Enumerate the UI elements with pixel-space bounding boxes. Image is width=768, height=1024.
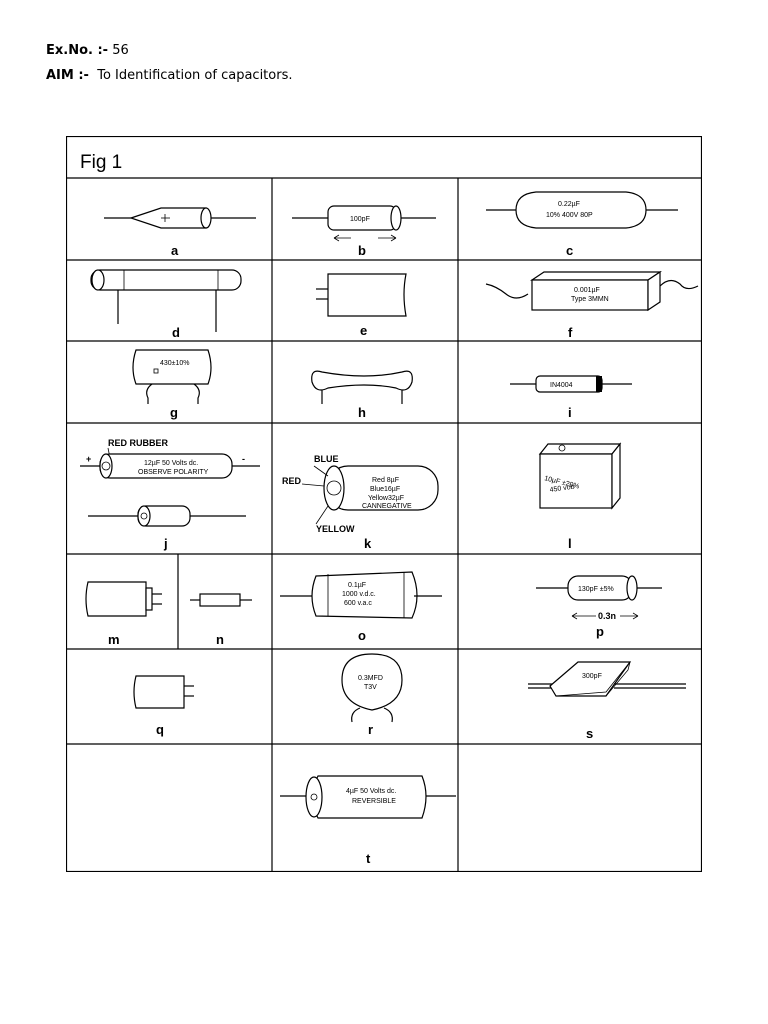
marking-o1: 0.1µF: [348, 582, 366, 589]
marking-k1: Red 8µF: [372, 477, 399, 484]
marking-j2: OBSERVE POLARITY: [138, 469, 209, 476]
capacitor-a: a: [104, 207, 256, 258]
label-d: d: [172, 325, 180, 340]
capacitor-d: d: [90, 269, 242, 340]
aim-line: AIM :- To Identification of capacitors.: [46, 68, 292, 83]
capacitor-r: 0.3MFD T3V r: [341, 653, 403, 737]
capacitor-j: RED RUBBER + - 12µF 50 Volts dc. OBSERVE…: [80, 438, 260, 551]
label-t: t: [366, 851, 371, 866]
marking-f1: 0.001µF: [574, 287, 600, 294]
capacitor-figure: Fig 1 a 100pF b 0.22µF 10% 400V 80P c: [66, 136, 702, 872]
capacitor-l: 10µF ±20% 450 vob l: [538, 442, 622, 551]
marking-j-plus: +: [86, 454, 91, 464]
label-p: p: [596, 624, 604, 639]
capacitor-p: 130pF ±5% 0.3n p: [536, 575, 662, 639]
label-h: h: [358, 405, 366, 420]
marking-k-blue: BLUE: [314, 454, 339, 464]
exercise-number-value: 56: [112, 43, 129, 58]
marking-o3: 600 v.a.c: [344, 600, 372, 607]
capacitor-i: IN4004 i: [510, 375, 632, 420]
capacitor-t: 4µF 50 Volts dc. REVERSIBLE t: [280, 775, 456, 866]
marking-o2: 1000 v.d.c.: [342, 591, 376, 598]
marking-j-minus: -: [242, 454, 245, 464]
marking-s: 300pF: [582, 673, 602, 680]
marking-c2: 10% 400V 80P: [546, 212, 593, 219]
marking-k3: Yellow32µF: [368, 495, 404, 502]
marking-j1: 12µF 50 Volts dc.: [144, 460, 198, 467]
label-o: o: [358, 628, 366, 643]
capacitor-q: q: [133, 675, 194, 737]
label-r: r: [368, 722, 373, 737]
label-k: k: [364, 536, 372, 551]
marking-p1: 130pF ±5%: [578, 586, 614, 593]
capacitor-c: 0.22µF 10% 400V 80P c: [486, 191, 678, 258]
marking-b: 100pF: [350, 216, 370, 223]
marking-p2: 0.3n: [598, 611, 616, 621]
capacitor-f: 0.001µF Type 3MMN f: [485, 270, 699, 340]
label-m: m: [108, 632, 120, 647]
marking-l2: 450 vob: [549, 484, 575, 494]
label-s: s: [586, 726, 593, 741]
aim-label: AIM :-: [46, 68, 89, 83]
figure-title: Fig 1: [80, 152, 122, 173]
label-j: j: [163, 536, 168, 551]
label-i: i: [568, 405, 572, 420]
label-a: a: [171, 243, 179, 258]
exercise-number-label: Ex.No. :-: [46, 43, 109, 58]
capacitor-g: 430±10% g: [132, 349, 212, 420]
marking-c1: 0.22µF: [558, 201, 580, 208]
capacitor-m: m: [85, 581, 162, 647]
marking-t1: 4µF 50 Volts dc.: [346, 788, 396, 795]
aim-text: To Identification of capacitors.: [97, 68, 293, 83]
label-q: q: [156, 722, 164, 737]
marking-f2: Type 3MMN: [571, 296, 609, 303]
capacitor-o: 0.1µF 1000 v.d.c. 600 v.a.c o: [280, 571, 442, 643]
capacitor-h: h: [311, 370, 413, 420]
label-n: n: [216, 632, 224, 647]
marking-k4: CANNEGATIVE: [362, 503, 412, 510]
label-f: f: [568, 325, 573, 340]
marking-r1: 0.3MFD: [358, 675, 383, 682]
marking-t2: REVERSIBLE: [352, 798, 396, 805]
capacitor-e: e: [316, 273, 407, 338]
marking-k2: Blue16µF: [370, 486, 400, 493]
marking-i: IN4004: [550, 382, 573, 389]
figure-grid: [66, 136, 702, 872]
marking-j-rubber: RED RUBBER: [108, 438, 169, 448]
marking-r2: T3V: [364, 684, 377, 691]
label-c: c: [566, 243, 573, 258]
label-l: l: [568, 536, 572, 551]
capacitor-n: n: [190, 593, 252, 647]
label-g: g: [170, 405, 178, 420]
capacitor-s: 300pF s: [528, 661, 686, 741]
exercise-number: Ex.No. :- 56: [46, 43, 129, 58]
marking-k-red: RED: [282, 476, 302, 486]
marking-k-yellow: YELLOW: [316, 524, 355, 534]
capacitor-b: 100pF b: [292, 205, 436, 258]
label-e: e: [360, 323, 367, 338]
capacitor-k: BLUE RED YELLOW Red 8µF Blue16µF Yellow3…: [282, 454, 439, 551]
label-b: b: [358, 243, 366, 258]
marking-g: 430±10%: [160, 360, 190, 367]
